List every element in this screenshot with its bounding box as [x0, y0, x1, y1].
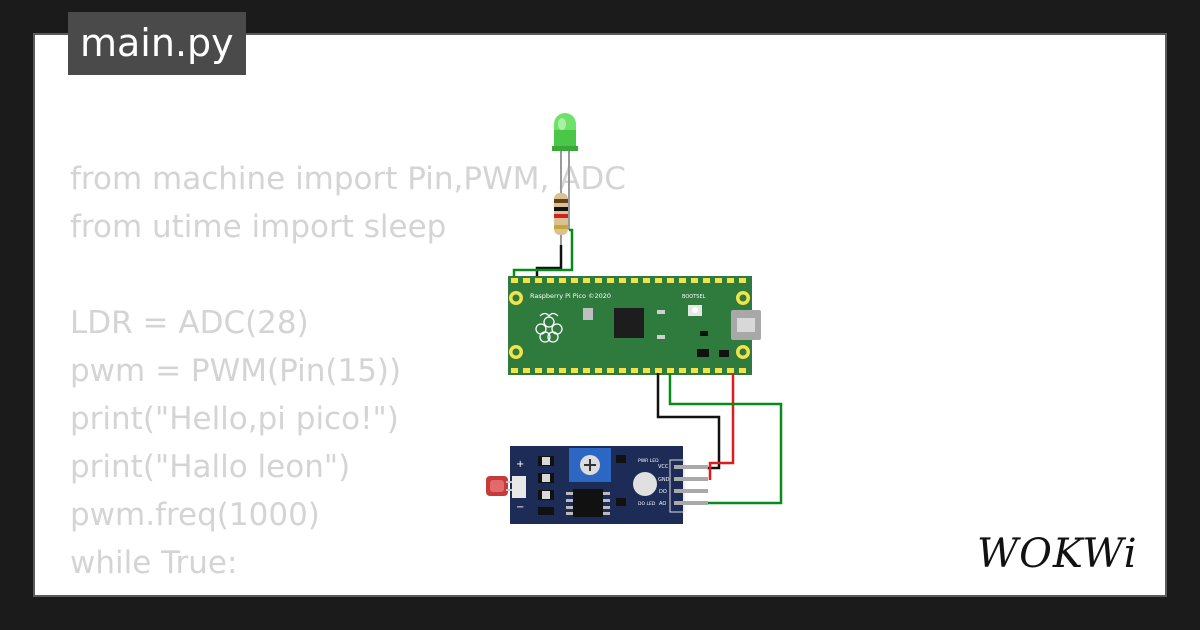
pico-pin — [535, 278, 542, 283]
pico-pin — [643, 278, 650, 283]
pico-pin — [655, 368, 662, 373]
pico-pin — [691, 368, 698, 373]
code-line: print("Hallo leon") — [70, 449, 351, 485]
code-line: from machine import Pin,PWM, ADC — [70, 161, 626, 197]
pico-pin — [547, 368, 554, 373]
pico-pin — [667, 368, 674, 373]
wokwi-logo-text: WOKWi — [977, 531, 1138, 577]
pico-pin — [655, 278, 662, 283]
pwr-led-label: PWR LED — [638, 458, 659, 464]
pico-pin — [631, 278, 638, 283]
code-line: LDR = ADC(28) — [70, 305, 309, 341]
pin-do-label: DO — [659, 489, 667, 495]
pico-pin — [715, 368, 722, 373]
pico-pin — [511, 368, 518, 373]
pico-pin — [679, 278, 686, 283]
pico-pin — [571, 368, 578, 373]
pico-pin — [619, 278, 626, 283]
pin-ao-label: AO — [659, 501, 666, 507]
pico-pin — [583, 368, 590, 373]
pico-pin — [727, 368, 734, 373]
resistor-component[interactable] — [554, 185, 568, 245]
pin-vcc-label: VCC — [658, 464, 669, 470]
sensor-minus-label: − — [516, 502, 524, 513]
pico-pin — [607, 278, 614, 283]
wokwi-logo[interactable]: WOKWi — [975, 527, 1150, 577]
file-title: main.py — [68, 12, 246, 75]
pico-pin — [511, 278, 518, 283]
pico-pin — [547, 278, 554, 283]
pico-pin — [595, 278, 602, 283]
code-line: from utime import sleep — [70, 209, 447, 245]
code-line: pwm = PWM(Pin(15)) — [70, 353, 402, 389]
pico-pin — [523, 368, 530, 373]
pico-pin — [535, 368, 542, 373]
code-block: from machine import Pin,PWM, ADC from uti… — [70, 155, 626, 595]
pico-pin — [703, 368, 710, 373]
code-line: print("Hello,pi pico!") — [70, 401, 399, 437]
do-led-label: DO LED — [638, 501, 656, 507]
pin-gnd-label: GND — [658, 477, 670, 483]
code-line: pwm.freq(1000) — [70, 497, 320, 533]
code-line: while True: — [70, 545, 238, 581]
pico-board[interactable]: Raspberry Pi Pico ©2020 BOOTSEL — [508, 276, 761, 375]
pico-pin — [583, 278, 590, 283]
pico-pin — [739, 278, 746, 283]
pico-pin — [739, 368, 746, 373]
ldr-sensor-module[interactable]: + − PWR LED DO LED VCC GND DO AO — [486, 446, 708, 524]
pico-pin — [679, 368, 686, 373]
pico-pin — [559, 278, 566, 283]
pico-pin — [691, 278, 698, 283]
pico-pin — [667, 278, 674, 283]
pico-pin — [703, 278, 710, 283]
pico-pin — [607, 368, 614, 373]
code-line: value = LDR.read_u16() — [70, 587, 626, 595]
pico-pin — [631, 368, 638, 373]
pico-pin — [643, 368, 650, 373]
pico-pin — [559, 368, 566, 373]
pico-pin — [571, 278, 578, 283]
pico-pin — [523, 278, 530, 283]
pico-pin — [595, 368, 602, 373]
pico-pins-bottom — [511, 368, 746, 373]
pico-pins-top — [511, 278, 746, 283]
pico-pin — [727, 278, 734, 283]
raspberry-logo-icon — [535, 312, 563, 343]
sensor-plus-label: + — [516, 459, 524, 470]
bootsel-label: BOOTSEL — [682, 294, 706, 300]
pico-pin — [619, 368, 626, 373]
pico-label: Raspberry Pi Pico ©2020 — [530, 292, 611, 300]
pico-pin — [715, 278, 722, 283]
